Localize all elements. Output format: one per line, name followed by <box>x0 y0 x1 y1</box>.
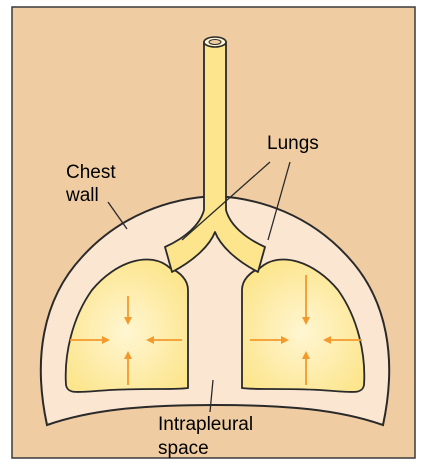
lungs-label: Lungs <box>267 133 319 154</box>
trachea-lumen <box>208 39 222 45</box>
trachea <box>164 41 266 273</box>
lungs-leader-right <box>267 161 291 241</box>
chest-wall-label-line2: wall <box>65 185 99 206</box>
right-lung <box>241 258 366 393</box>
chest-wall-leader <box>107 201 128 230</box>
chest-wall-label-line1: Chest <box>66 162 116 183</box>
lungs-leader-left <box>181 161 271 241</box>
left-lung <box>64 258 189 393</box>
intrapleural-leader <box>209 379 214 413</box>
intrapleural-label-line1: Intrapleural <box>158 414 253 435</box>
intrapleural-label-line2: space <box>158 438 209 459</box>
